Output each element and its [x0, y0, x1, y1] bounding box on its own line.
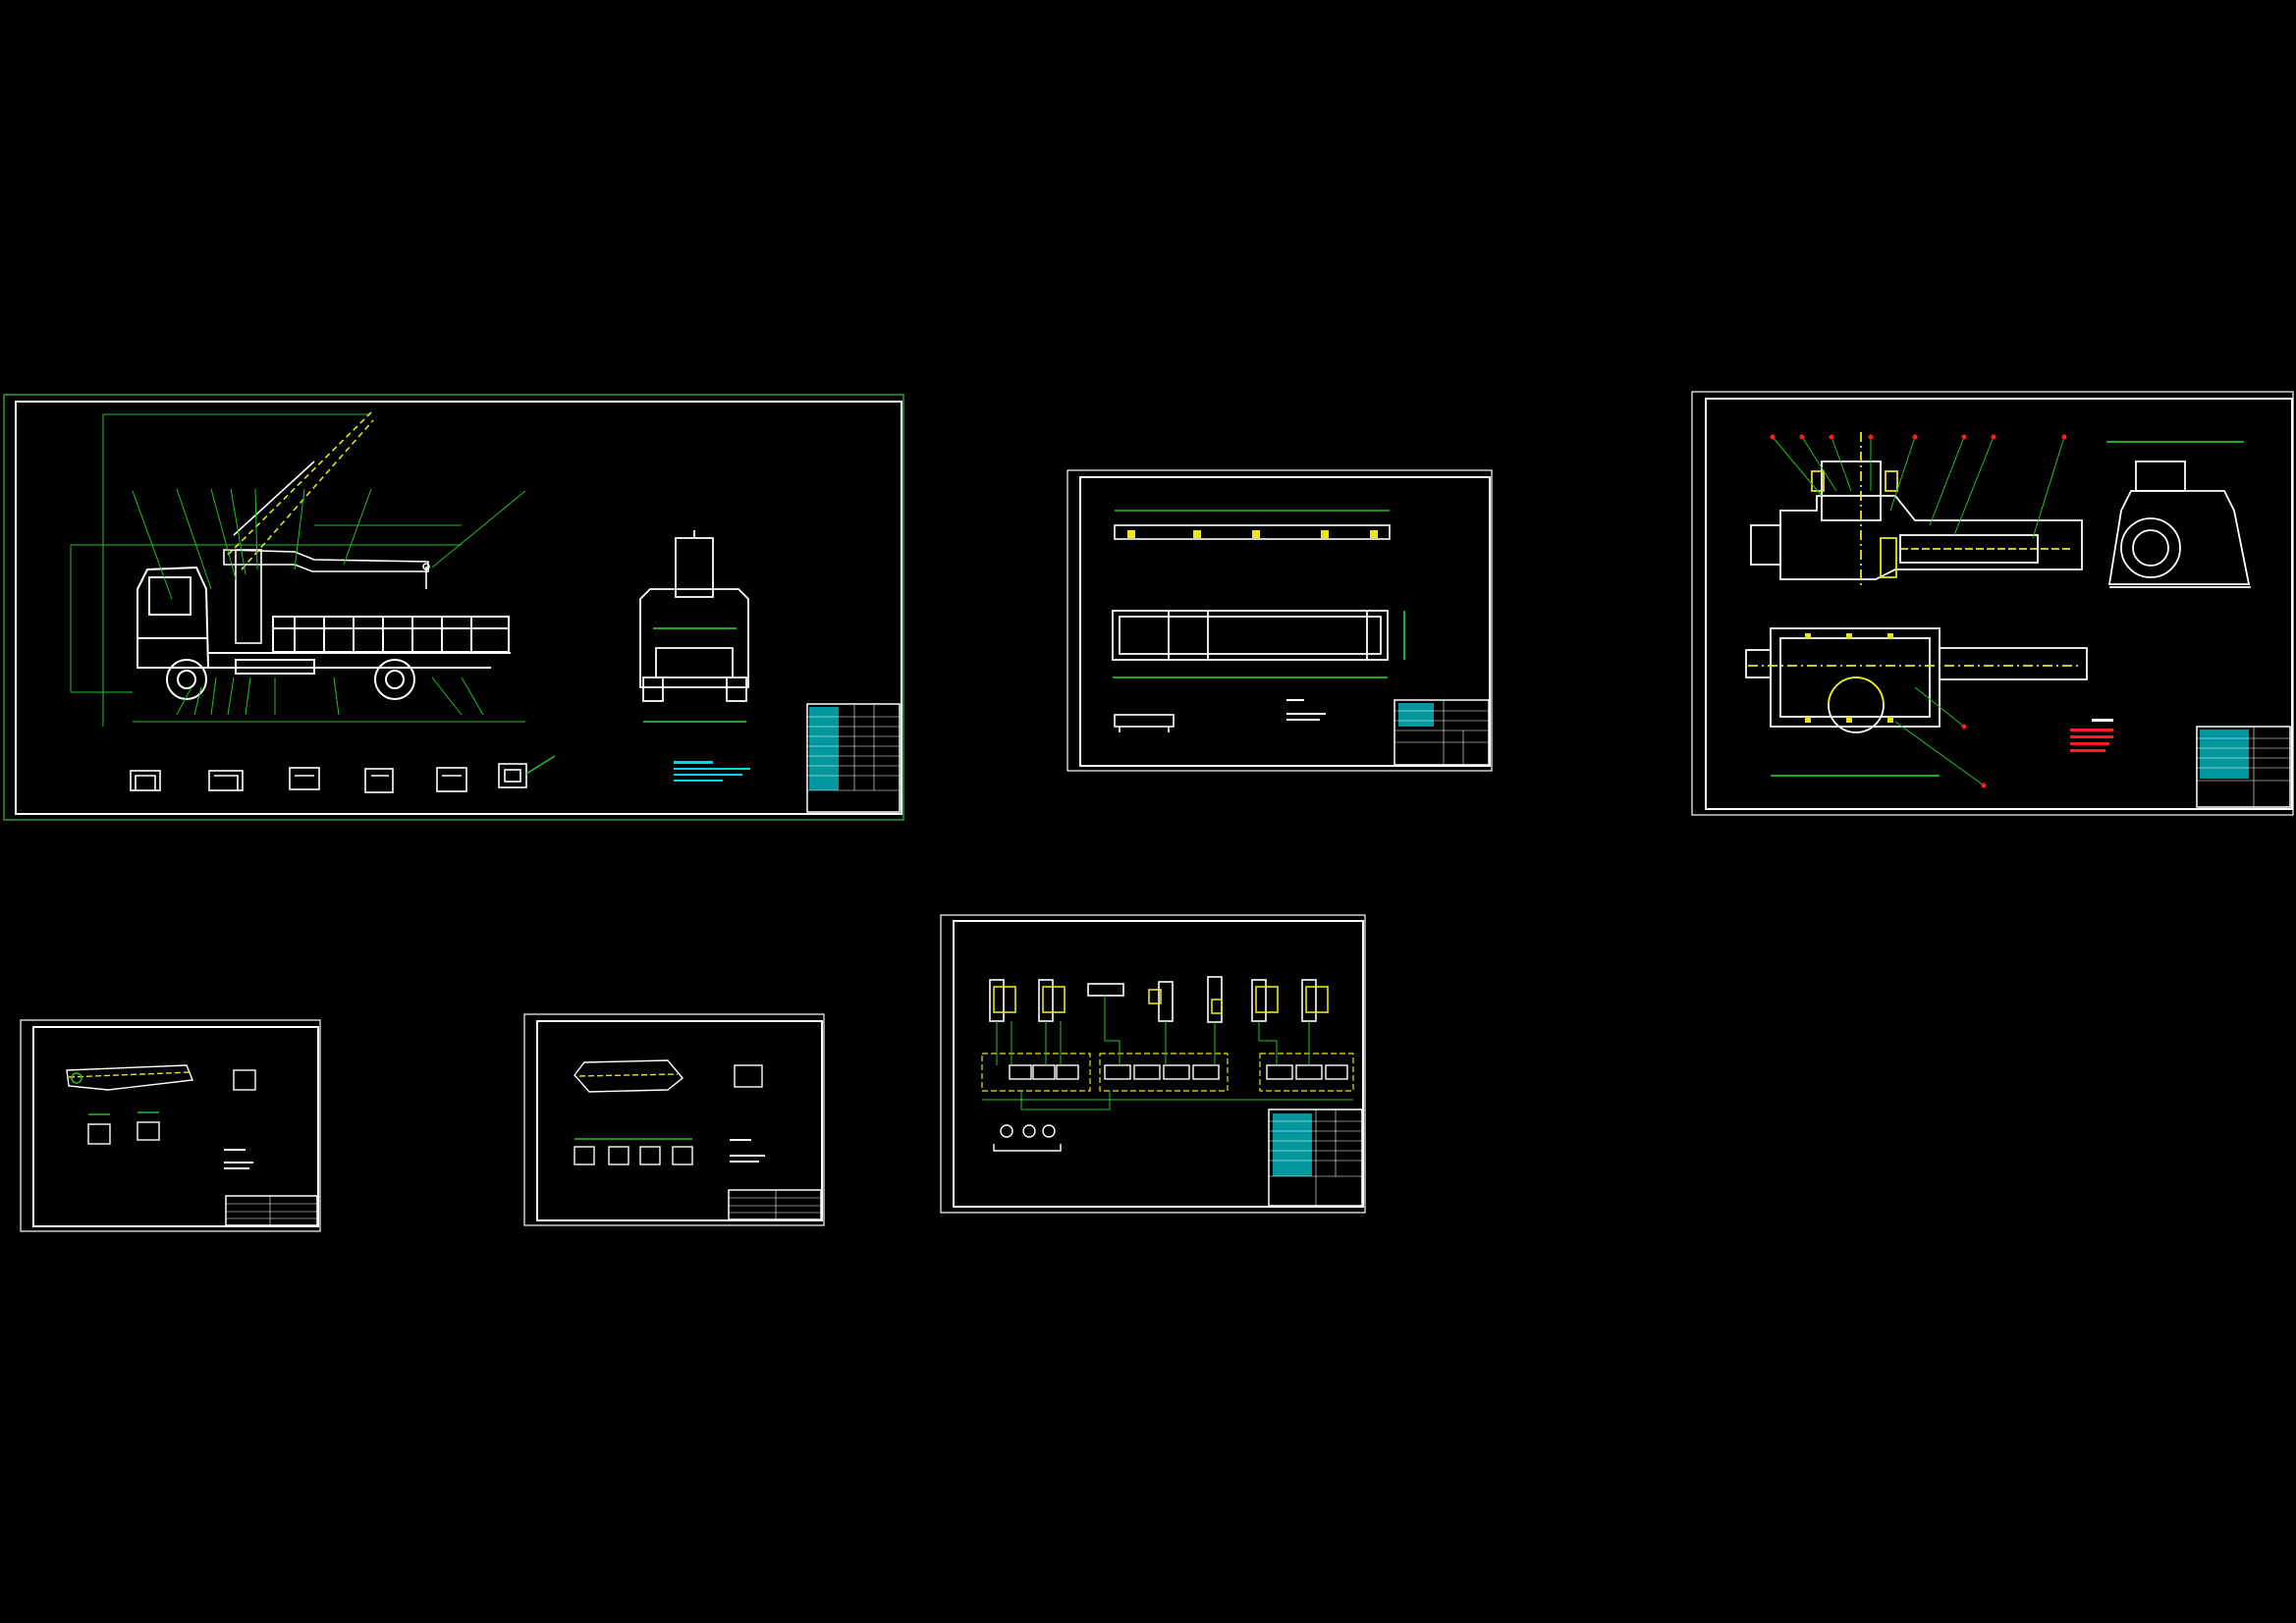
sheet-beam-part[interactable] [1066, 469, 1493, 772]
technical-notes [730, 1139, 765, 1163]
technical-notes [1286, 699, 1326, 721]
title-block [1394, 699, 1490, 766]
part-views [66, 1064, 256, 1145]
sheet-small-part-a[interactable] [20, 1019, 321, 1232]
technical-notes [2070, 719, 2113, 752]
sheet-inner-border [1079, 476, 1491, 767]
sheet-small-part-b[interactable] [523, 1013, 825, 1226]
control-valves [981, 1053, 1354, 1092]
sheet-inner-border [536, 1020, 823, 1221]
crane-boom [223, 411, 430, 644]
technical-notes [224, 1149, 253, 1169]
end-view [2106, 441, 2251, 588]
sheet-outer-border [20, 1019, 321, 1232]
part-balloons [1772, 436, 2065, 786]
title-block [2196, 726, 2291, 808]
technical-notes [674, 761, 750, 782]
sheet-inner-border [15, 401, 902, 815]
sheet-outer-border [3, 394, 904, 821]
beam-front-view [1112, 610, 1405, 678]
dimension-lines [70, 413, 525, 727]
plan-view [1745, 627, 2088, 777]
hydraulic-lines [982, 996, 1353, 1110]
sheet-truck-crane-assembly[interactable] [3, 394, 904, 821]
part-views [574, 1059, 763, 1165]
sheet-inner-border [1705, 398, 2293, 810]
section-view [1750, 432, 2083, 589]
sheet-outer-border [523, 1013, 825, 1226]
sheet-inner-border [953, 920, 1364, 1208]
sheet-outer-border [940, 914, 1366, 1214]
beam-top-view [1114, 510, 1391, 540]
detail-views [130, 755, 556, 793]
pump-tank [993, 1124, 1062, 1152]
sheet-slewing-mechanism[interactable] [1691, 391, 2294, 816]
part-balloons [132, 488, 526, 716]
title-block [806, 703, 901, 813]
balloon-markers [1770, 434, 2067, 788]
truck-front-view [639, 530, 749, 723]
sheet-hydraulic-circuit[interactable] [940, 914, 1366, 1214]
title-block [225, 1195, 318, 1226]
beam-section-view [1114, 714, 1175, 732]
sheet-inner-border [32, 1026, 319, 1227]
title-block [728, 1189, 822, 1220]
actuators [989, 976, 1329, 1023]
truck-side-view [137, 566, 511, 700]
sheet-outer-border [1066, 469, 1493, 772]
title-block [1268, 1109, 1363, 1207]
